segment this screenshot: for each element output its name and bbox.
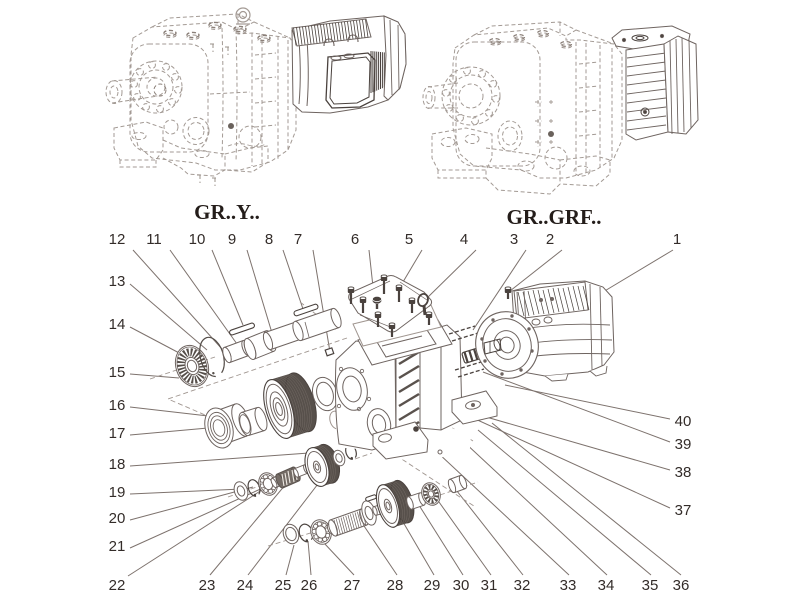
- svg-text:22: 22: [109, 577, 126, 594]
- svg-text:39: 39: [675, 436, 692, 453]
- svg-text:25: 25: [275, 577, 292, 594]
- svg-text:7: 7: [294, 231, 302, 248]
- svg-text:32: 32: [514, 577, 531, 594]
- svg-text:4: 4: [460, 231, 468, 248]
- svg-text:24: 24: [237, 577, 254, 594]
- svg-text:19: 19: [109, 484, 126, 501]
- svg-text:8: 8: [265, 231, 273, 248]
- svg-text:6: 6: [351, 231, 359, 248]
- svg-text:GR..Y..: GR..Y..: [194, 200, 260, 224]
- svg-text:10: 10: [189, 231, 206, 248]
- svg-text:34: 34: [598, 577, 615, 594]
- svg-text:36: 36: [673, 577, 690, 594]
- svg-text:28: 28: [387, 577, 404, 594]
- svg-text:30: 30: [453, 577, 470, 594]
- svg-text:17: 17: [109, 425, 126, 442]
- svg-text:38: 38: [675, 464, 692, 481]
- svg-text:20: 20: [109, 510, 126, 527]
- svg-text:31: 31: [481, 577, 498, 594]
- svg-text:15: 15: [109, 364, 126, 381]
- svg-text:GR..GRF..: GR..GRF..: [507, 205, 602, 229]
- svg-text:35: 35: [642, 577, 659, 594]
- svg-text:14: 14: [109, 316, 126, 333]
- svg-text:40: 40: [675, 413, 692, 430]
- svg-text:26: 26: [301, 577, 318, 594]
- svg-text:2: 2: [546, 231, 554, 248]
- svg-text:37: 37: [675, 502, 692, 519]
- svg-text:5: 5: [405, 231, 413, 248]
- svg-text:33: 33: [560, 577, 577, 594]
- svg-text:9: 9: [228, 231, 236, 248]
- svg-text:16: 16: [109, 397, 126, 414]
- svg-text:11: 11: [146, 231, 162, 248]
- svg-text:3: 3: [510, 231, 518, 248]
- svg-text:21: 21: [109, 538, 126, 555]
- svg-text:23: 23: [199, 577, 216, 594]
- svg-text:27: 27: [344, 577, 361, 594]
- svg-text:1: 1: [673, 231, 681, 248]
- svg-text:13: 13: [109, 273, 126, 290]
- svg-text:12: 12: [109, 231, 126, 248]
- svg-text:29: 29: [424, 577, 441, 594]
- svg-text:18: 18: [109, 456, 126, 473]
